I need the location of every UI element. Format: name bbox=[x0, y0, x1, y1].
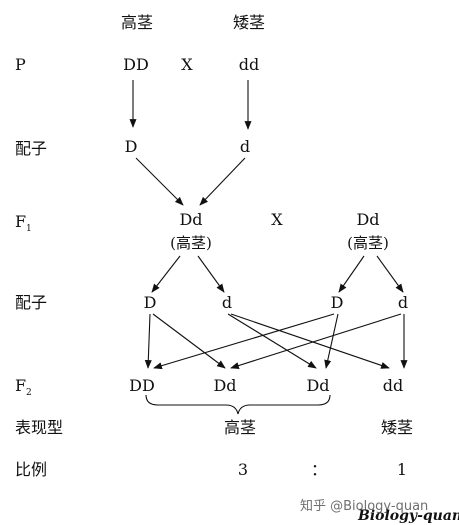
f2-genotype-1: DD bbox=[129, 376, 155, 395]
gamete-2-2: d bbox=[222, 293, 232, 312]
arrow-f1-right-to-D bbox=[338, 255, 365, 293]
row-label-gametes: 配子 bbox=[15, 139, 47, 158]
f1-right-phenotype: (高茎) bbox=[347, 234, 389, 252]
arrow-d2-to-Dd-1 bbox=[230, 313, 402, 369]
arrow-f1-left-to-D bbox=[151, 255, 181, 293]
row-label-phenotype: 表现型 bbox=[15, 418, 63, 437]
arrow-D-to-DD bbox=[144, 313, 152, 369]
arrow-gamete-D-to-f1 bbox=[135, 157, 184, 206]
row-label-gametes-2: 配子 bbox=[15, 293, 47, 312]
f2-genotype-4: dd bbox=[383, 376, 403, 395]
row-label-f1-subscript: 1 bbox=[26, 224, 32, 234]
watermark-site: 知乎 @Biology-quan bbox=[300, 498, 428, 514]
arrow-f1-left-to-d bbox=[197, 255, 225, 293]
row-label-p: P bbox=[15, 55, 26, 74]
row-label-ratio: 比例 bbox=[15, 460, 47, 479]
parent-short-genotype: dd bbox=[239, 55, 259, 74]
arrow-d-to-Dd-2 bbox=[227, 313, 317, 369]
row-label-f1: F bbox=[15, 212, 26, 231]
arrow-D-to-Dd-1 bbox=[152, 313, 226, 369]
row-label-f2: F bbox=[15, 376, 26, 395]
arrow-d-to-dd bbox=[230, 313, 390, 369]
f1-cross-symbol: X bbox=[271, 210, 283, 229]
parent-tall-genotype: DD bbox=[123, 55, 149, 74]
arrow-D2-to-Dd-2 bbox=[324, 313, 339, 369]
phenotype-tall: 高茎 bbox=[224, 418, 256, 437]
watermark-brand: Biology-quan bbox=[357, 508, 459, 524]
gamete-1-left: D bbox=[125, 137, 138, 156]
parent-cross-symbol: X bbox=[181, 55, 193, 74]
arrow-f1-right-to-d bbox=[376, 255, 404, 293]
gamete-1-right: d bbox=[240, 137, 250, 156]
ratio-separator: ： bbox=[311, 460, 327, 479]
f1-left-genotype: Dd bbox=[179, 210, 202, 229]
arrow-gamete-d-to-f1 bbox=[199, 157, 246, 206]
f2-genotype-3: Dd bbox=[306, 376, 329, 395]
header-tall-label: 高茎 bbox=[121, 13, 153, 32]
gamete-2-4: d bbox=[398, 293, 408, 312]
f2-genotype-2: Dd bbox=[213, 376, 236, 395]
gamete-2-3: D bbox=[331, 293, 344, 312]
row-label-f2-subscript: 2 bbox=[26, 388, 32, 398]
header-short-label: 矮茎 bbox=[233, 13, 265, 32]
f1-right-genotype: Dd bbox=[356, 210, 379, 229]
phenotype-short: 矮茎 bbox=[381, 418, 413, 437]
gamete-2-1: D bbox=[144, 293, 157, 312]
ratio-short: 1 bbox=[397, 460, 407, 479]
f1-left-phenotype: (高茎) bbox=[170, 234, 212, 252]
tall-group-brace bbox=[145, 394, 331, 415]
ratio-tall: 3 bbox=[238, 460, 248, 479]
arrow-D2-to-DD bbox=[153, 313, 335, 370]
